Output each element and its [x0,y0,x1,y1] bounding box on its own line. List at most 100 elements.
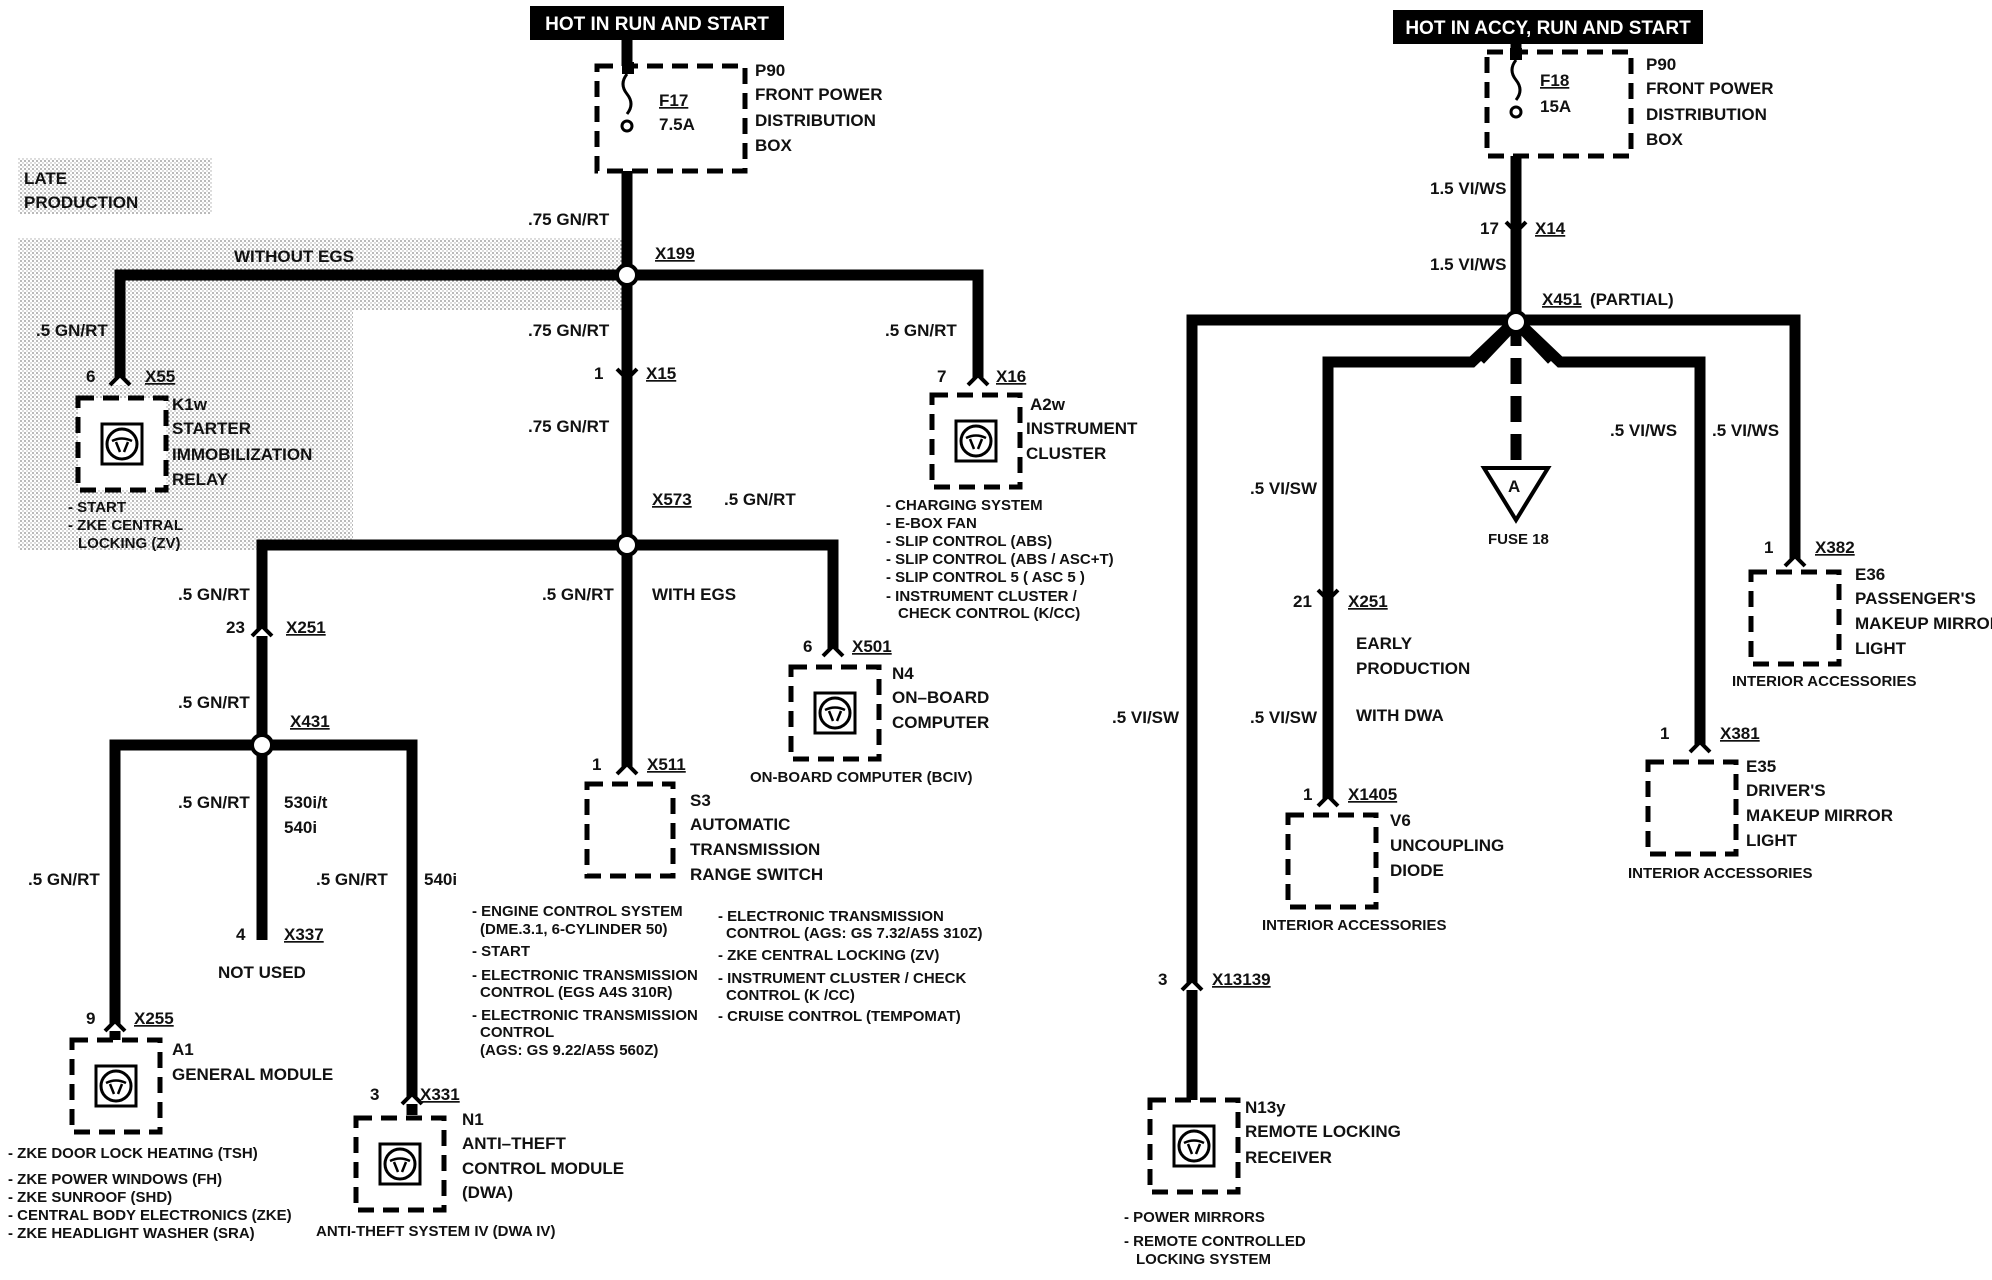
svg-text:CONTROL (K /CC): CONTROL (K /CC) [726,987,855,1004]
connector-x255: 9 X255 [86,1009,174,1033]
svg-text:X382: X382 [1815,538,1855,557]
svg-text:- ZKE HEADLIGHT WASHER (SRA): - ZKE HEADLIGHT WASHER (SRA) [8,1225,255,1242]
branch-note: 540i [284,818,317,837]
svg-text:- ZKE CENTRAL LOCKING (ZV): - ZKE CENTRAL LOCKING (ZV) [718,947,939,964]
remote-locking-receiver-n13y: N13y REMOTE LOCKING RECEIVER - POWER MIR… [1124,1097,1401,1268]
svg-text:- SLIP CONTROL (ABS): - SLIP CONTROL (ABS) [886,533,1052,550]
svg-text:1: 1 [592,755,601,774]
svg-text:UNCOUPLING: UNCOUPLING [1390,836,1504,855]
svg-text:7: 7 [937,367,946,386]
svg-text:RECEIVER: RECEIVER [1245,1148,1332,1167]
svg-text:AUTOMATIC: AUTOMATIC [690,815,790,834]
svg-text:INSTRUMENT: INSTRUMENT [1026,419,1138,438]
connector-x251-right: 21 X251 [1293,588,1388,611]
svg-text:X16: X16 [996,367,1026,386]
motor-icon [1172,1124,1216,1168]
fuse-18-reference: A FUSE 18 [1480,466,1552,548]
branch-note: EARLY [1356,634,1413,653]
svg-text:DRIVER'S: DRIVER'S [1746,781,1826,800]
svg-text:INTERIOR ACCESSORIES: INTERIOR ACCESSORIES [1262,917,1446,934]
svg-text:A: A [1508,477,1520,496]
svg-text:CONTROL MODULE: CONTROL MODULE [462,1159,624,1178]
svg-text:S3: S3 [690,791,711,810]
svg-text:7.5A: 7.5A [659,115,695,134]
svg-text:F18: F18 [1540,71,1569,90]
svg-text:STARTER: STARTER [172,419,251,438]
svg-text:DIODE: DIODE [1390,861,1444,880]
svg-text:X251: X251 [1348,592,1388,611]
svg-text:23: 23 [226,618,245,637]
connector-x501: 6 X501 [803,637,892,658]
range-switch-s3: S3 AUTOMATIC TRANSMISSION RANGE SWITCH -… [472,781,982,1059]
svg-text:BOX: BOX [1646,130,1684,149]
motor-icon [954,419,998,463]
svg-text:1: 1 [1303,785,1312,804]
svg-text:P90: P90 [755,61,785,80]
svg-text:.5 GN/RT: .5 GN/RT [724,490,796,509]
svg-text:- ZKE DOOR LOCK HEATING (TSH): - ZKE DOOR LOCK HEATING (TSH) [8,1145,258,1162]
svg-text:6: 6 [803,637,812,656]
splice-x431: X431 [250,712,330,757]
wire-label: .5 GN/RT [542,585,614,604]
svg-text:X251: X251 [286,618,326,637]
uncoupling-diode-v6: V6 UNCOUPLING DIODE INTERIOR ACCESSORIES [1262,811,1504,934]
wire-label: .75 GN/RT [528,417,610,436]
svg-text:ON-BOARD COMPUTER (BCIV): ON-BOARD COMPUTER (BCIV) [750,769,973,786]
svg-text:- START: - START [472,943,530,960]
motor-icon [100,422,144,466]
svg-text:1: 1 [1764,538,1773,557]
svg-text:- INSTRUMENT CLUSTER / CHECK: - INSTRUMENT CLUSTER / CHECK [718,970,966,987]
svg-text:9: 9 [86,1009,95,1028]
splice-x451: X451 (PARTIAL) [1504,290,1674,334]
drivers-makeup-mirror-light-e35: E35 DRIVER'S MAKEUP MIRROR LIGHT INTERIO… [1628,757,1893,882]
branch-note: WITH DWA [1356,706,1444,725]
svg-text:FRONT POWER: FRONT POWER [1646,79,1774,98]
svg-text:F17: F17 [659,91,688,110]
svg-text:1: 1 [1660,724,1669,743]
svg-text:- CENTRAL BODY ELECTRONICS (ZK: - CENTRAL BODY ELECTRONICS (ZKE) [8,1207,292,1224]
svg-text:CHECK CONTROL (K/CC): CHECK CONTROL (K/CC) [898,605,1080,622]
svg-text:P90: P90 [1646,55,1676,74]
connector-x337: 4 X337 NOT USED [218,925,324,982]
motor-icon [94,1064,138,1108]
svg-text:3: 3 [370,1085,379,1104]
connector-x331: 3 X331 [370,1085,460,1106]
svg-text:- E-BOX FAN: - E-BOX FAN [886,515,977,532]
svg-text:X1405: X1405 [1348,785,1397,804]
svg-text:ANTI-THEFT SYSTEM IV (DWA IV): ANTI-THEFT SYSTEM IV (DWA IV) [316,1223,555,1240]
connector-x381: 1 X381 [1660,724,1760,754]
svg-text:X511: X511 [647,755,686,774]
svg-text:N4: N4 [892,664,914,683]
svg-text:ON–BOARD: ON–BOARD [892,688,989,707]
svg-text:A2w: A2w [1030,395,1066,414]
svg-text:1: 1 [594,364,603,383]
wire-label: 1.5 VI/WS [1430,179,1507,198]
svg-text:X15: X15 [646,364,676,383]
svg-text:LIGHT: LIGHT [1746,831,1798,850]
connector-x15: 1 X15 [594,364,676,383]
svg-text:X199: X199 [655,244,695,263]
wire-label: .5 VI/WS [1610,421,1677,440]
svg-text:TRANSMISSION: TRANSMISSION [690,840,820,859]
svg-text:- SLIP CONTROL 5 ( ASC 5 ): - SLIP CONTROL 5 ( ASC 5 ) [886,569,1085,586]
svg-text:X381: X381 [1720,724,1760,743]
svg-text:- POWER MIRRORS: - POWER MIRRORS [1124,1209,1265,1226]
svg-text:FRONT POWER: FRONT POWER [755,85,883,104]
svg-text:HOT IN RUN AND START: HOT IN RUN AND START [545,14,769,35]
svg-text:(AGS: GS 9.22/A5S 560Z): (AGS: GS 9.22/A5S 560Z) [480,1042,658,1059]
svg-text:3: 3 [1158,970,1167,989]
svg-text:CLUSTER: CLUSTER [1026,444,1106,463]
svg-text:X331: X331 [420,1085,460,1104]
without-egs-label: WITHOUT EGS [234,247,354,266]
svg-text:- ZKE POWER WINDOWS (FH): - ZKE POWER WINDOWS (FH) [8,1171,222,1188]
svg-text:V6: V6 [1390,811,1411,830]
svg-text:17: 17 [1480,219,1499,238]
svg-text:X451: X451 [1542,290,1582,309]
svg-text:X55: X55 [145,367,175,386]
svg-text:REMOTE LOCKING: REMOTE LOCKING [1245,1122,1401,1141]
svg-text:- REMOTE CONTROLLED: - REMOTE CONTROLLED [1124,1233,1306,1250]
wire-label: .75 GN/RT [528,210,610,229]
late-label: PRODUCTION [24,193,138,212]
